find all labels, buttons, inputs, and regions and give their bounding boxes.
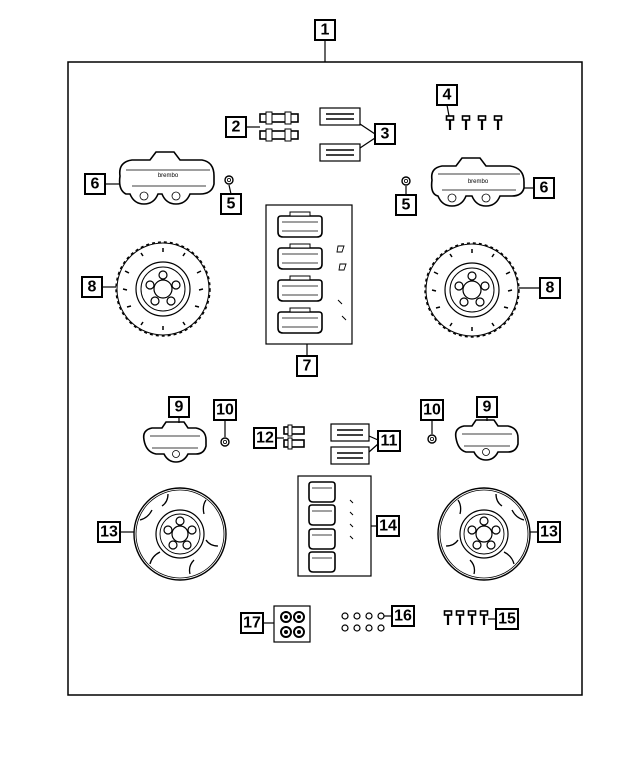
callout-7-label: 7 xyxy=(303,358,312,375)
callout-14-label: 14 xyxy=(379,518,397,535)
callout-4-label: 4 xyxy=(443,87,452,104)
callout-11-label: 11 xyxy=(381,433,398,450)
callout-11: 11 xyxy=(377,430,401,452)
callout-12: 12 xyxy=(253,427,277,449)
bushing-kit-part xyxy=(273,605,311,643)
callout-10-right-label: 10 xyxy=(423,402,441,419)
callout-13-right-label: 13 xyxy=(540,524,558,541)
callout-1: 1 xyxy=(314,19,336,41)
callout-4: 4 xyxy=(436,84,458,106)
rear-rotor-left-part xyxy=(133,487,227,581)
rear-washer-right-part xyxy=(427,434,437,444)
callout-10-left-label: 10 xyxy=(216,402,234,419)
rear-pad-clips-part xyxy=(283,424,305,450)
front-caliper-left-part: brembo xyxy=(118,151,215,205)
callout-16-label: 16 xyxy=(394,608,412,625)
callout-14: 14 xyxy=(376,515,400,537)
callout-17: 17 xyxy=(240,612,264,634)
callout-6-left-label: 6 xyxy=(91,176,100,193)
callout-8-left: 8 xyxy=(81,276,103,298)
rear-caliper-left-part xyxy=(142,421,207,463)
rear-caliper-right-part xyxy=(454,419,519,461)
callout-7: 7 xyxy=(296,355,318,377)
callout-2: 2 xyxy=(225,116,247,138)
callout-13-left: 13 xyxy=(97,521,121,543)
callout-5-left-label: 5 xyxy=(227,196,236,213)
pad-pins-part xyxy=(319,107,361,162)
callout-8-right-label: 8 xyxy=(546,280,555,297)
callout-15-label: 15 xyxy=(498,611,516,628)
callout-8-left-label: 8 xyxy=(88,279,97,296)
front-rotor-right-part xyxy=(424,242,520,338)
front-rotor-left-part xyxy=(115,241,211,337)
callout-8-right: 8 xyxy=(539,277,561,299)
callout-13-right: 13 xyxy=(537,521,561,543)
callout-1-label: 1 xyxy=(321,22,330,39)
rear-caliper-bolts-part xyxy=(443,609,489,627)
callout-6-left: 6 xyxy=(84,173,106,195)
callout-16: 16 xyxy=(391,605,415,627)
front-caliper-right-part: brembo xyxy=(430,157,525,207)
rear-rotor-right-part xyxy=(437,487,531,581)
callout-5-right: 5 xyxy=(395,194,417,216)
washer-left-part xyxy=(224,175,234,185)
callout-13-left-label: 13 xyxy=(100,524,118,541)
callout-17-label: 17 xyxy=(243,615,261,632)
caliper-brand-left: brembo xyxy=(158,173,179,179)
callout-9-right-label: 9 xyxy=(483,399,492,416)
callout-10-right: 10 xyxy=(420,399,444,421)
rear-washer-left-part xyxy=(220,437,230,447)
callout-9-left: 9 xyxy=(168,396,190,418)
callout-5-right-label: 5 xyxy=(402,197,411,214)
rear-pad-kit-part xyxy=(297,475,372,577)
callout-9-right: 9 xyxy=(476,396,498,418)
callout-3: 3 xyxy=(374,123,396,145)
callout-6-right: 6 xyxy=(533,177,555,199)
caliper-brand-right: brembo xyxy=(468,179,489,185)
washer-right-part xyxy=(401,176,411,186)
caliper-bolts-part xyxy=(445,114,503,132)
callout-3-label: 3 xyxy=(381,126,390,143)
callout-12-label: 12 xyxy=(256,430,274,447)
callout-10-left: 10 xyxy=(213,399,237,421)
callout-15: 15 xyxy=(495,608,519,630)
rear-pad-pins-part xyxy=(330,423,370,465)
callout-9-left-label: 9 xyxy=(175,399,184,416)
front-pad-kit-part xyxy=(265,204,353,345)
callout-2-label: 2 xyxy=(232,119,241,136)
callout-6-right-label: 6 xyxy=(540,180,549,197)
callout-5-left: 5 xyxy=(220,193,242,215)
pad-clips-part xyxy=(259,111,299,142)
o-rings-part xyxy=(341,612,385,632)
